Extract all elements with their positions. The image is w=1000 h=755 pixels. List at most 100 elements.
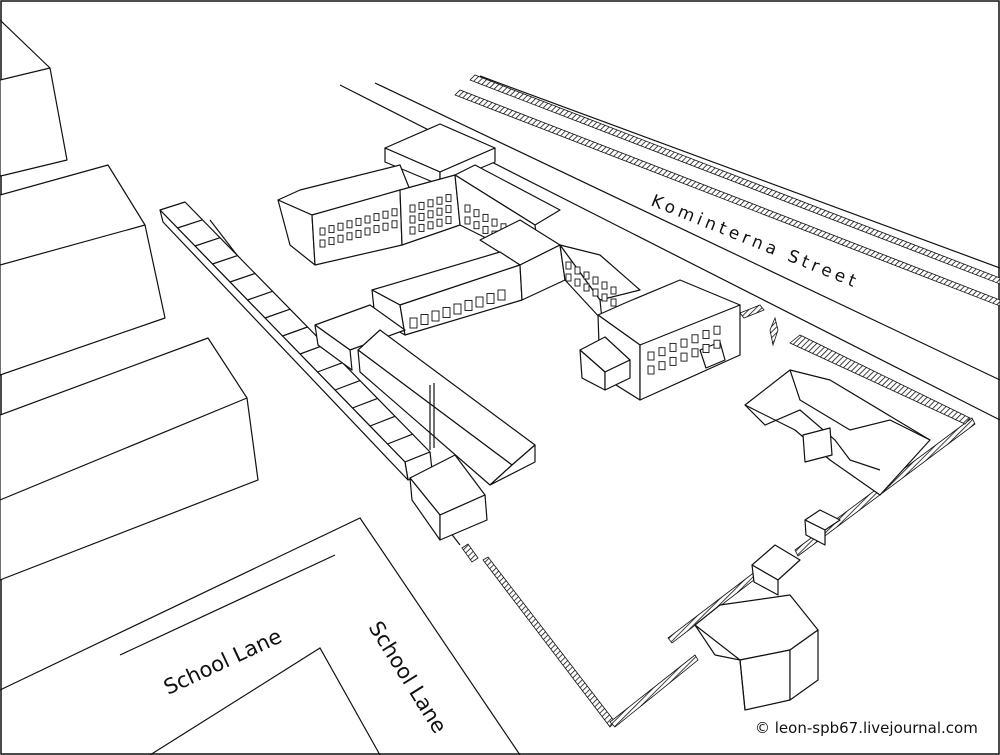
- window: [427, 221, 434, 230]
- window: [420, 314, 429, 325]
- window: [427, 199, 434, 208]
- corner-building-right: [579, 279, 741, 401]
- window: [364, 227, 371, 236]
- window: [337, 222, 344, 231]
- window: [445, 216, 452, 225]
- window: [373, 213, 380, 222]
- garage-divider: [317, 362, 343, 373]
- window: [713, 339, 721, 349]
- window: [574, 266, 581, 275]
- window: [610, 298, 617, 307]
- window: [346, 220, 353, 229]
- window: [565, 273, 572, 282]
- window: [592, 276, 599, 285]
- window: [364, 215, 371, 224]
- window: [610, 286, 617, 295]
- window: [319, 239, 326, 248]
- garage-divider: [387, 433, 413, 445]
- window: [680, 338, 688, 348]
- window: [475, 296, 484, 308]
- garage-divider: [177, 219, 203, 229]
- window: [373, 225, 380, 234]
- window: [574, 278, 581, 287]
- copyright-text: © leon-spb67.livejournal.com: [755, 719, 978, 737]
- window: [669, 342, 677, 352]
- window: [328, 225, 335, 234]
- window: [691, 348, 699, 358]
- window: [436, 207, 443, 216]
- window: [658, 347, 666, 357]
- window: [473, 209, 480, 218]
- window: [427, 210, 434, 219]
- window: [445, 205, 452, 214]
- window: [464, 216, 471, 225]
- window: [583, 271, 590, 280]
- window: [713, 325, 721, 335]
- window: [442, 307, 451, 318]
- garage-divider: [369, 415, 396, 427]
- window: [418, 212, 425, 221]
- window: [319, 227, 326, 236]
- window: [409, 215, 416, 224]
- window: [346, 232, 353, 241]
- garage-divider: [264, 308, 291, 319]
- window: [409, 226, 416, 235]
- window: [647, 351, 655, 361]
- window: [409, 204, 416, 213]
- window: [337, 234, 344, 243]
- school-lane-blocks: [0, 517, 521, 755]
- neighbor-block-top: [0, 19, 68, 177]
- garage-divider: [282, 326, 308, 337]
- window: [601, 281, 608, 290]
- window: [382, 210, 389, 219]
- boiler-block: [409, 454, 488, 541]
- main-building-north: [277, 123, 561, 266]
- garage-divider: [352, 397, 378, 409]
- window: [436, 218, 443, 227]
- window: [431, 310, 440, 322]
- window: [445, 194, 452, 203]
- window: [583, 283, 590, 292]
- kominterna-street: [339, 74, 1000, 421]
- window: [702, 330, 710, 339]
- garage-divider: [212, 255, 238, 265]
- window: [328, 237, 335, 246]
- window: [391, 220, 398, 229]
- window: [382, 222, 389, 231]
- window: [453, 303, 462, 315]
- window: [464, 204, 471, 213]
- window: [669, 356, 677, 366]
- window: [486, 293, 495, 304]
- window: [409, 317, 418, 329]
- window: [691, 334, 699, 344]
- neighbor-block-lower: [0, 337, 259, 581]
- window: [491, 218, 498, 227]
- garage-divider: [247, 290, 273, 301]
- window: [418, 201, 425, 210]
- window: [592, 288, 599, 297]
- garage-row: [159, 201, 433, 481]
- window: [482, 213, 489, 222]
- window: [355, 217, 362, 226]
- garage-divider: [334, 380, 361, 391]
- central-building: [371, 219, 566, 336]
- garage-divider: [194, 237, 221, 247]
- window: [482, 225, 489, 234]
- east-courtyard-building: [744, 369, 931, 496]
- window: [464, 300, 473, 311]
- window: [680, 352, 688, 362]
- rail-track-1: [454, 89, 1000, 307]
- window: [601, 293, 608, 302]
- garage-divider: [229, 272, 256, 283]
- window: [647, 365, 655, 375]
- rail-track-2: [469, 74, 1000, 285]
- window: [418, 223, 425, 232]
- outbuildings: [694, 509, 841, 711]
- window: [391, 208, 398, 217]
- window: [436, 196, 443, 205]
- window: [473, 221, 480, 230]
- window: [497, 289, 506, 301]
- window: [565, 261, 572, 270]
- window: [702, 344, 710, 353]
